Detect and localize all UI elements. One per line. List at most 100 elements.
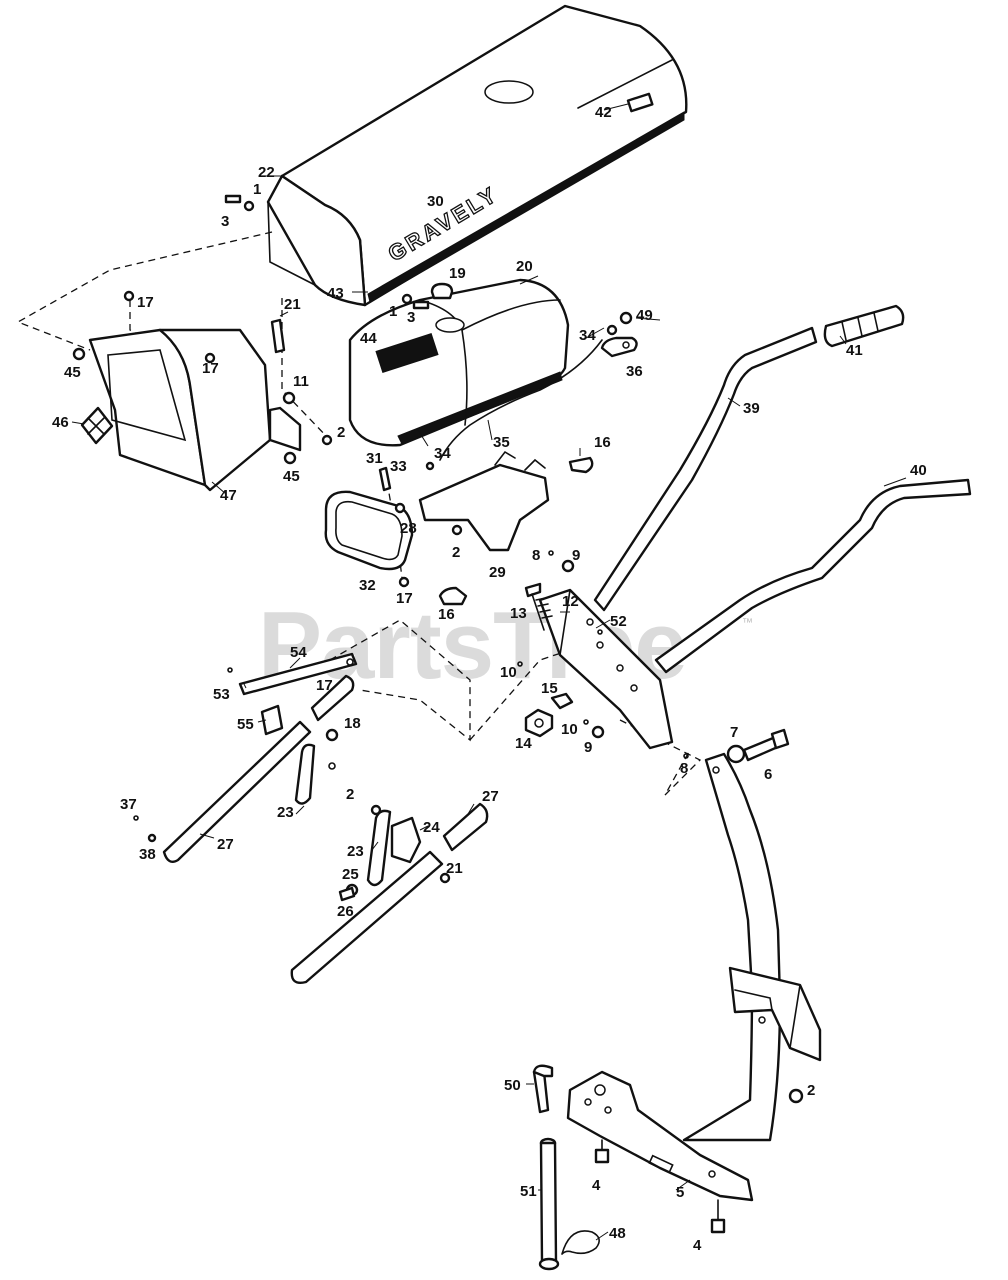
callout-5[interactable]: 5 (676, 1184, 684, 1201)
callout-2[interactable]: 2 (337, 424, 345, 441)
callout-42[interactable]: 42 (595, 104, 612, 121)
callout-46[interactable]: 46 (52, 414, 69, 431)
callout-43[interactable]: 43 (327, 285, 344, 302)
callout-36[interactable]: 36 (626, 363, 643, 380)
callout-16[interactable]: 16 (594, 434, 611, 451)
callout-32[interactable]: 32 (359, 577, 376, 594)
callout-37[interactable]: 37 (120, 796, 137, 813)
clip-part-48[interactable] (561, 1230, 600, 1255)
callout-2[interactable]: 2 (346, 786, 354, 803)
callout-34[interactable]: 34 (434, 445, 451, 462)
callout-21[interactable]: 21 (284, 296, 301, 313)
bolt-part-4-lower[interactable] (710, 1199, 726, 1234)
callout-41[interactable]: 41 (846, 342, 863, 359)
callout-33[interactable]: 33 (390, 458, 407, 475)
frame-part-5[interactable] (566, 752, 822, 1202)
link-part-23-upper[interactable] (294, 743, 316, 805)
battery-box-part-47[interactable] (88, 328, 302, 492)
callout-47[interactable]: 47 (220, 487, 237, 504)
callout-40[interactable]: 40 (910, 462, 927, 479)
callout-10[interactable]: 10 (500, 664, 517, 681)
callout-13[interactable]: 13 (510, 605, 527, 622)
callout-45[interactable]: 45 (283, 468, 300, 485)
callout-23[interactable]: 23 (347, 843, 364, 860)
callout-9[interactable]: 9 (584, 739, 592, 756)
callout-2[interactable]: 2 (452, 544, 460, 561)
callout-17[interactable]: 17 (396, 590, 413, 607)
callout-55[interactable]: 55 (237, 716, 254, 733)
callout-17[interactable]: 17 (137, 294, 154, 311)
callout-6[interactable]: 6 (764, 766, 772, 783)
pin-part-50[interactable] (532, 1064, 554, 1114)
bracket-part-36[interactable] (600, 336, 638, 358)
fuel-line-part-35[interactable] (439, 339, 603, 461)
bracket-part-24[interactable] (390, 816, 422, 864)
nut-part-14[interactable] (524, 708, 554, 738)
callout-34[interactable]: 34 (579, 327, 596, 344)
callout-14[interactable]: 14 (515, 735, 532, 752)
rod-part-54[interactable] (238, 652, 358, 696)
callout-11[interactable]: 11 (293, 373, 309, 390)
band-part-32[interactable] (324, 490, 414, 571)
decal-42[interactable] (626, 92, 654, 113)
callout-10[interactable]: 10 (561, 721, 578, 738)
arm-part-27-right[interactable] (290, 802, 489, 984)
callout-24[interactable]: 24 (423, 819, 440, 836)
bracket-part-46[interactable] (80, 406, 114, 445)
callout-9[interactable]: 9 (572, 547, 580, 564)
callout-35[interactable]: 35 (493, 434, 510, 451)
callout-20[interactable]: 20 (516, 258, 533, 275)
callout-54[interactable]: 54 (290, 644, 307, 661)
callout-18[interactable]: 18 (344, 715, 361, 732)
fuel-tank-part-20[interactable] (348, 278, 570, 447)
callout-23[interactable]: 23 (277, 804, 294, 821)
link-part-23-lower[interactable] (366, 809, 392, 887)
callout-16[interactable]: 16 (438, 606, 455, 623)
callout-1[interactable]: 1 (253, 181, 261, 198)
callout-52[interactable]: 52 (610, 613, 627, 630)
callout-2[interactable]: 2 (807, 1082, 815, 1099)
fuel-cap-part-19[interactable] (430, 282, 454, 300)
callout-4[interactable]: 4 (592, 1177, 601, 1194)
callout-15[interactable]: 15 (541, 680, 558, 697)
callout-30[interactable]: 30 (427, 193, 444, 210)
callout-38[interactable]: 38 (139, 846, 156, 863)
callout-8[interactable]: 8 (680, 760, 688, 777)
bracket-part-55[interactable] (260, 704, 284, 736)
callout-27[interactable]: 27 (482, 788, 499, 805)
bracket-plate-part-12[interactable] (538, 588, 674, 750)
grommet-part-16-lower[interactable] (438, 586, 468, 606)
callout-49[interactable]: 49 (636, 307, 653, 324)
bracket-part-29[interactable] (418, 450, 550, 552)
callout-7[interactable]: 7 (730, 724, 738, 741)
callout-17[interactable]: 17 (202, 360, 219, 377)
callout-44[interactable]: 44 (360, 330, 377, 347)
callout-4[interactable]: 4 (693, 1237, 702, 1254)
callout-3[interactable]: 3 (407, 309, 415, 326)
callout-29[interactable]: 29 (489, 564, 506, 581)
arm-part-27-left[interactable] (162, 674, 355, 863)
callout-48[interactable]: 48 (609, 1225, 626, 1242)
callout-25[interactable]: 25 (342, 866, 359, 883)
callout-51[interactable]: 51 (520, 1183, 537, 1200)
bolt-part-6[interactable] (742, 728, 790, 762)
hood-cover-part-22[interactable]: GRAVELY (266, 4, 688, 307)
callout-17[interactable]: 17 (316, 677, 333, 694)
handlebar-part-39[interactable] (593, 326, 818, 612)
spacer-part-15[interactable] (550, 692, 574, 710)
callout-21[interactable]: 21 (446, 860, 463, 877)
grommet-part-16-upper[interactable] (568, 456, 594, 474)
callout-31[interactable]: 31 (366, 450, 383, 467)
callout-8[interactable]: 8 (532, 547, 540, 564)
callout-50[interactable]: 50 (504, 1077, 521, 1094)
callout-3[interactable]: 3 (221, 213, 229, 230)
callout-28[interactable]: 28 (400, 520, 417, 537)
callout-19[interactable]: 19 (449, 265, 466, 282)
callout-39[interactable]: 39 (743, 400, 760, 417)
washer-part-7[interactable] (726, 744, 746, 764)
callout-26[interactable]: 26 (337, 903, 354, 920)
callout-1[interactable]: 1 (389, 303, 397, 320)
callout-27[interactable]: 27 (217, 836, 234, 853)
callout-12[interactable]: 12 (562, 593, 579, 610)
callout-22[interactable]: 22 (258, 164, 275, 181)
